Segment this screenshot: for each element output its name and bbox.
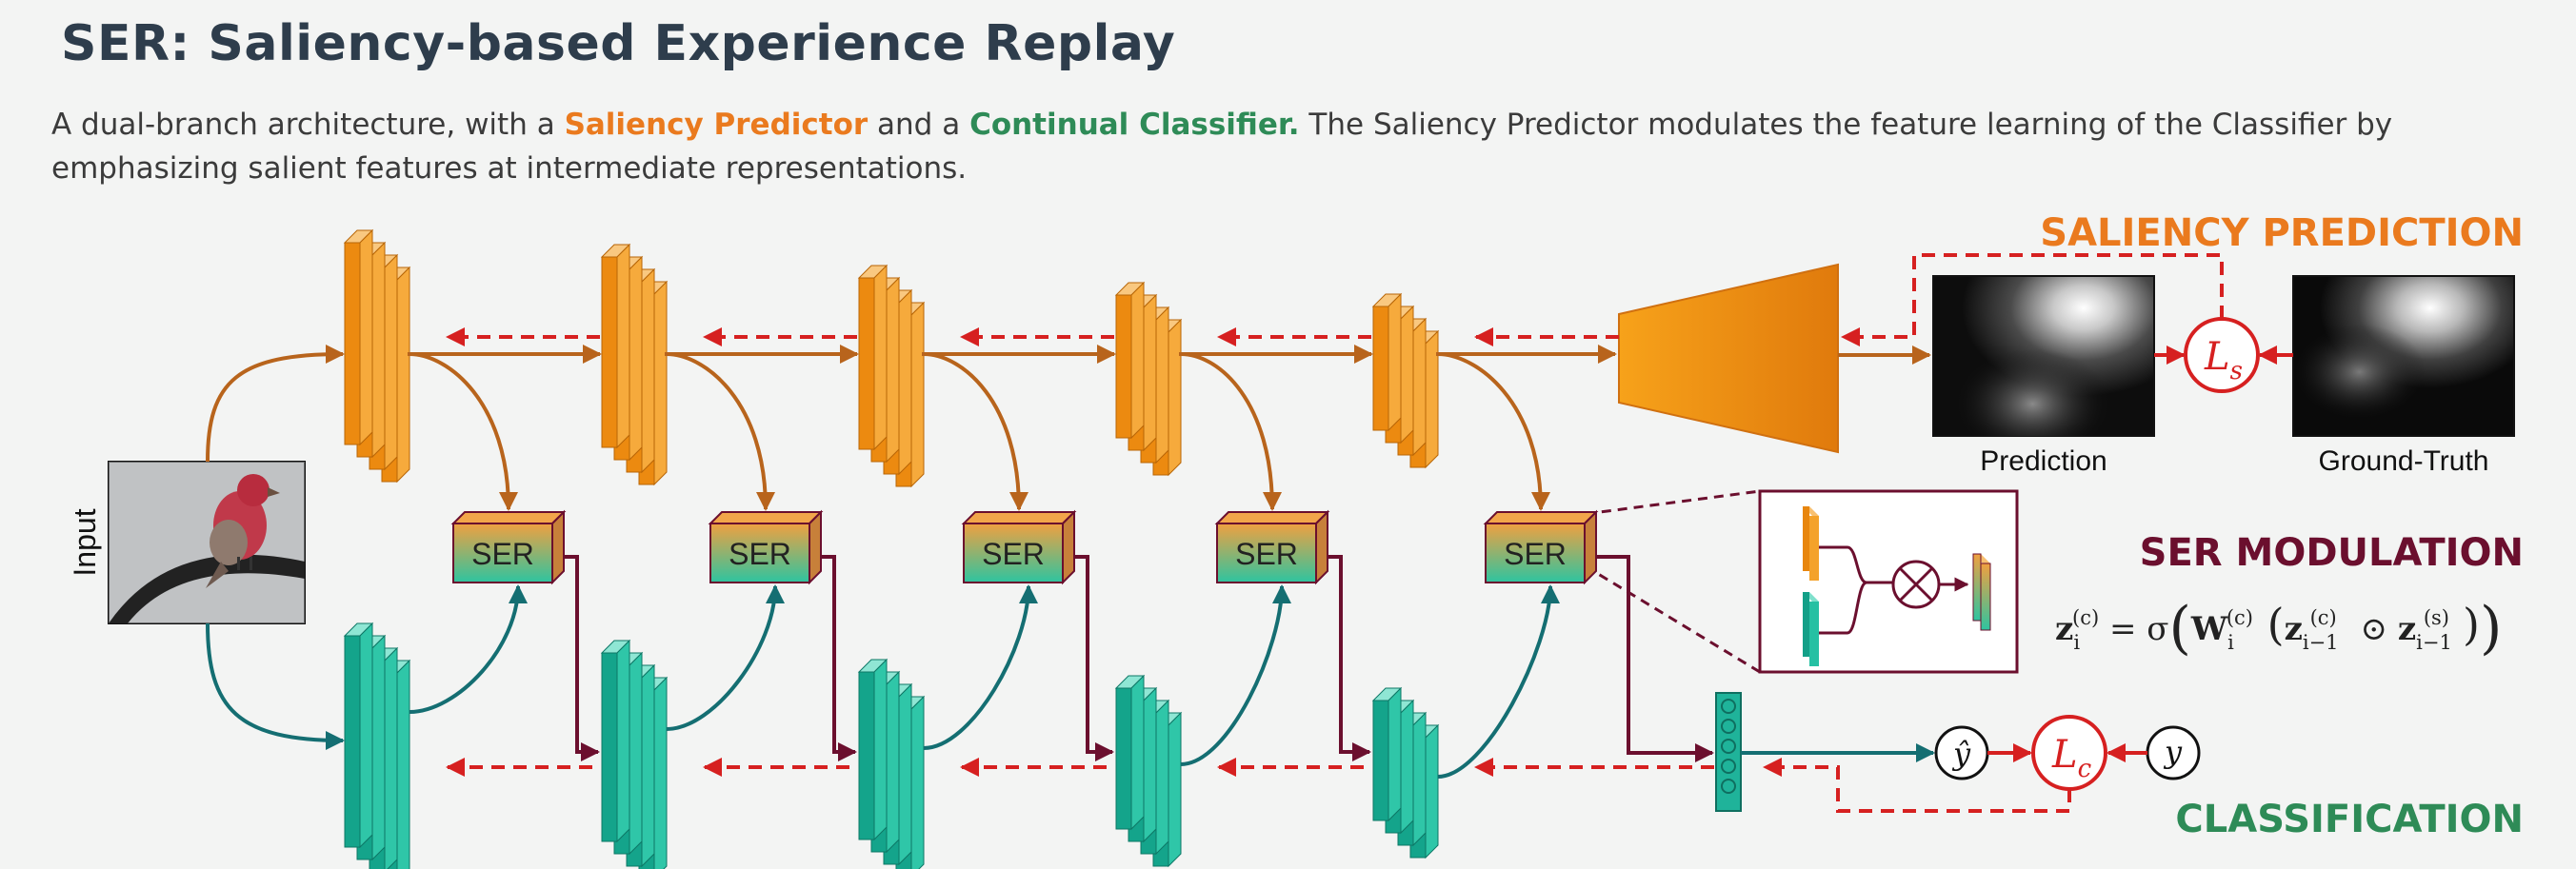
- saliency-encoder-block-5: [1371, 292, 1440, 469]
- ser-to-classifier-arrow-5: [1596, 555, 1714, 762]
- ser-module-3: SER: [961, 509, 1077, 585]
- ser-module-label: SER: [982, 537, 1045, 571]
- saliency-to-ser-arrow-1: [409, 352, 518, 511]
- description-prefix: A dual-branch architecture, with a: [51, 108, 565, 142]
- ser-to-classifier-arrow-1: [564, 555, 600, 761]
- classifier-encoder-block-2: [600, 639, 669, 869]
- ser-to-classifier-arrow-2: [821, 555, 857, 761]
- ser-module-5: SER: [1483, 509, 1599, 585]
- classifier-encoder-block-1: [343, 622, 411, 869]
- ser-module-label: SER: [729, 537, 791, 571]
- saliency-encoder-block-2: [600, 243, 669, 486]
- saliency-to-ser-arrow-2: [666, 352, 775, 511]
- prediction-label: Prediction: [1980, 445, 2107, 477]
- classifier-to-ser-arrow-1: [409, 584, 528, 714]
- ser-module-1: SER: [450, 509, 567, 585]
- input-label: Input: [68, 508, 102, 576]
- description-continual-classifier: Continual Classifier.: [969, 108, 1300, 142]
- classifier-encoder-block-4: [1114, 674, 1183, 868]
- input-image: [108, 461, 306, 624]
- saliency-to-ser-arrow-5: [1437, 352, 1550, 511]
- saliency-prediction-label: SALIENCY PREDICTION: [2040, 211, 2524, 255]
- ser-zoom-line-bottom: [1585, 564, 1761, 674]
- classifier-encoder-block-3: [857, 658, 926, 869]
- classifier-to-ser-arrow-2: [666, 584, 785, 731]
- ser-to-classifier-arrow-4: [1328, 555, 1371, 761]
- ser-zoom-line-top: [1585, 489, 1761, 516]
- saliency-prediction-map: [1932, 275, 2155, 437]
- ser-formula: zi(c) = σ(Wi(c) (zi−1(c) ⊙ zi−1(s))): [2055, 595, 2502, 662]
- saliency-ground-truth-map: [2292, 275, 2515, 437]
- ser-module-2: SER: [708, 509, 824, 585]
- ser-module-label: SER: [1504, 537, 1567, 571]
- classification-backward-path: [1763, 758, 2071, 813]
- input-to-saliency-arrow: [206, 345, 345, 463]
- ser-to-classifier-arrow-3: [1074, 555, 1114, 761]
- saliency-encoder-block-3: [857, 264, 926, 488]
- ser-detail-diagram: [1803, 506, 1991, 666]
- classifier-to-ser-arrow-4: [1180, 584, 1291, 766]
- ser-module-4: SER: [1214, 509, 1330, 585]
- page-title: SER: Saliency-based Experience Replay: [61, 15, 1176, 72]
- saliency-encoder-block-4: [1114, 281, 1183, 477]
- saliency-decoder: [1618, 263, 1839, 454]
- classifier-to-ser-arrow-3: [923, 584, 1038, 750]
- classification-label: CLASSIFICATION: [2175, 798, 2524, 841]
- ser-modulation-label: SER MODULATION: [2140, 531, 2524, 575]
- description-middle: and a: [868, 108, 970, 142]
- saliency-to-ser-arrow-4: [1180, 352, 1282, 511]
- y-hat-symbol: ŷ: [1951, 736, 1971, 772]
- input-to-classifier-arrow: [206, 622, 345, 750]
- description-suffix: The Saliency Predictor modulates the fea…: [51, 108, 2393, 186]
- classifier-to-ser-arrow-5: [1437, 584, 1560, 779]
- y-symbol: y: [2163, 734, 2183, 770]
- description-saliency-predictor: Saliency Predictor: [564, 108, 869, 142]
- saliency-encoder-block-1: [343, 228, 411, 484]
- ser-module-label: SER: [1235, 537, 1298, 571]
- classification-loss-symbol: Lc: [2051, 733, 2092, 783]
- classifier-encoder-block-5: [1371, 686, 1440, 859]
- saliency-loss-symbol: Ls: [2204, 335, 2243, 385]
- classifier-output-vector: [1715, 692, 1742, 812]
- ser-module-label: SER: [471, 537, 534, 571]
- ground-truth-label: Ground-Truth: [2319, 445, 2489, 477]
- description: A dual-branch architecture, with a Salie…: [51, 103, 2546, 190]
- saliency-to-ser-arrow-3: [923, 352, 1028, 511]
